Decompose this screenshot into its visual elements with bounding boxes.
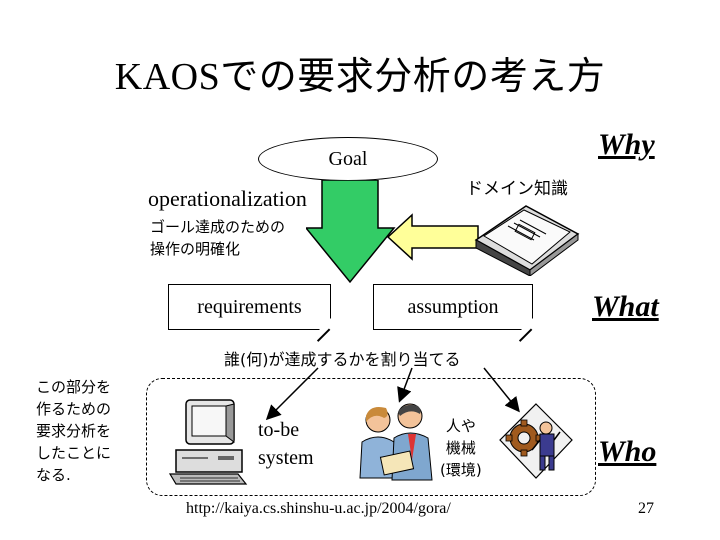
page-number: 27 — [638, 500, 654, 517]
left-note: この部分を 作るための 要求分析を したことに なる. — [36, 376, 111, 486]
robot-gear-icon — [499, 403, 573, 479]
why-label: Why — [598, 128, 655, 161]
to-be-system-label: to-be system — [258, 416, 314, 472]
operationalization-jp-line1: ゴール達成のための — [150, 218, 286, 236]
to-be-line2: system — [258, 447, 314, 469]
left-note-line: なる. — [36, 466, 71, 484]
assumption-dogear — [519, 316, 534, 331]
goal-label: Goal — [328, 147, 368, 170]
book-icon — [474, 205, 580, 276]
human-machine-label: 人や 機械 (環境) — [440, 415, 482, 481]
what-label: What — [592, 290, 659, 323]
requirements-dogear — [317, 316, 332, 331]
slide-title: KAOSでの要求分析の考え方 — [114, 56, 606, 98]
operationalization-jp: ゴール達成のための 操作の明確化 — [150, 216, 285, 260]
to-be-line1: to-be — [258, 419, 300, 441]
to-be-system-boundary — [146, 378, 596, 496]
assumption-label: assumption — [407, 295, 499, 318]
who-label: Who — [598, 435, 657, 468]
human-machine-line3: (環境) — [440, 461, 482, 479]
people-icon — [359, 403, 433, 481]
requirements-label: requirements — [197, 295, 302, 318]
operationalization-arrow — [306, 180, 396, 284]
left-note-line: したことに — [36, 444, 112, 462]
assignment-label: 誰(何)が達成するかを割り当てる — [224, 350, 461, 369]
left-note-line: この部分を — [36, 378, 112, 396]
requirements-box: requirements — [168, 284, 332, 342]
source-url: http://kaiya.cs.shinshu-u.ac.jp/2004/gor… — [186, 500, 451, 517]
operationalization-jp-line2: 操作の明確化 — [150, 240, 241, 258]
human-machine-line1: 人や — [445, 417, 476, 435]
domain-knowledge-label: ドメイン知識 — [466, 179, 568, 199]
operationalization-label: operationalization — [148, 186, 307, 211]
left-note-line: 作るための — [36, 400, 112, 418]
domain-knowledge-arrow — [386, 213, 479, 261]
assumption-box: assumption — [373, 284, 534, 342]
computer-icon — [168, 399, 248, 485]
left-note-line: 要求分析を — [36, 422, 112, 440]
human-machine-line2: 機械 — [445, 439, 476, 457]
